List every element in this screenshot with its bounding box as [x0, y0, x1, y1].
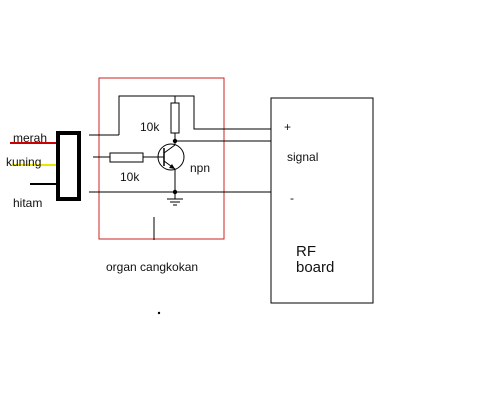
caption-organ-cangkokan: organ cangkokan: [106, 260, 198, 274]
label-rf: RF: [296, 243, 316, 260]
label-resistor-pullup: 10k: [140, 120, 160, 134]
transistor-emitter-arrow: [169, 164, 175, 169]
resistor-pullup: [170, 102, 180, 134]
label-merah: merah: [13, 131, 47, 145]
module-box: [98, 77, 225, 240]
ground-icon: [167, 198, 183, 206]
rf-board: [270, 97, 374, 304]
stray-dot: [157, 311, 161, 315]
label-plus: +: [284, 120, 291, 134]
label-signal: signal: [287, 150, 318, 164]
label-resistor-base: 10k: [120, 170, 140, 184]
label-transistor: npn: [190, 161, 210, 175]
resistor-base: [109, 152, 144, 163]
wire-supply-rail: [118, 95, 280, 135]
label-hitam: hitam: [13, 196, 42, 210]
transistor-collector: [163, 144, 176, 154]
label-minus: -: [290, 191, 294, 205]
label-board: board: [296, 259, 334, 276]
label-kuning: kuning: [6, 155, 41, 169]
connector-block: [56, 131, 81, 201]
